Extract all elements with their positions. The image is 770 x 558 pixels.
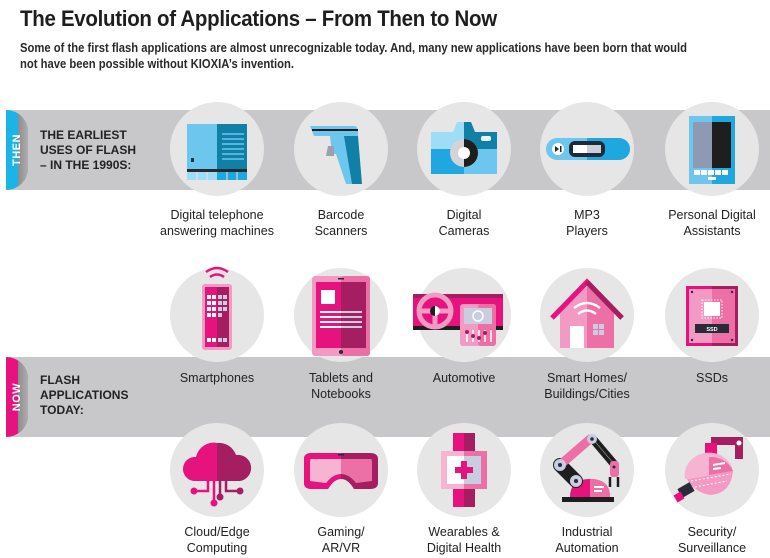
now-item-label: Cloud/Edge Computing: [184, 525, 250, 555]
barcode-scanner-icon: [310, 126, 362, 184]
then-item-label: Barcode Scanners: [314, 208, 368, 238]
cloud-icon: [182, 442, 252, 507]
tablet-icon: [312, 276, 370, 356]
now-item-label: Security/ Surveillance: [677, 525, 747, 555]
now-tab-label: NOW: [11, 382, 24, 412]
answering-machine-icon: [187, 124, 247, 180]
mp3-player-icon: [546, 138, 630, 160]
now-item-label: Industrial Automation: [555, 525, 619, 555]
then-item-label: MP3 Players: [566, 208, 608, 238]
ssd-text: SSD: [706, 327, 717, 333]
camera-icon: [431, 122, 497, 174]
smartwatch-icon: [441, 433, 487, 507]
smart-home-icon: [550, 278, 624, 348]
automotive-icon: [413, 292, 503, 346]
now-item-label: Gaming/ AR/VR: [317, 525, 365, 555]
then-item-label: Personal Digital Assistants: [668, 208, 756, 238]
page-subtitle: Some of the first flash applications are…: [20, 41, 687, 71]
now-item-label: Smartphones: [179, 371, 255, 385]
page-title: The Evolution of Applications – From The…: [20, 6, 497, 31]
vr-headset-icon: [304, 453, 378, 489]
now-item-label: SSDs: [696, 371, 728, 385]
robot-arm-icon: [553, 434, 620, 502]
then-heading: THE EARLIEST USES OF FLASH – IN THE 1990…: [40, 128, 137, 172]
security-camera-icon: [673, 437, 743, 503]
then-item-label: Digital telephone answering machines: [160, 208, 274, 238]
now-item-label: Wearables & Digital Health: [426, 525, 502, 555]
now-tab: [6, 357, 28, 437]
now-band: [6, 357, 770, 437]
smartphone-icon: [202, 266, 232, 350]
now-item-label: Smart Homes/ Buildings/Cities: [544, 371, 630, 401]
now-item-label: Automotive: [432, 371, 496, 385]
now-item-label: Tablets and Notebooks: [309, 371, 373, 401]
ssd-icon: SSD: [686, 286, 738, 346]
then-band: [6, 110, 770, 190]
then-tab-label: THEN: [11, 134, 24, 166]
then-tab: [6, 110, 28, 190]
now-heading: FLASH APPLICATIONS TODAY:: [40, 373, 129, 417]
then-item-label: Digital Cameras: [438, 208, 490, 238]
pda-icon: [689, 116, 735, 184]
